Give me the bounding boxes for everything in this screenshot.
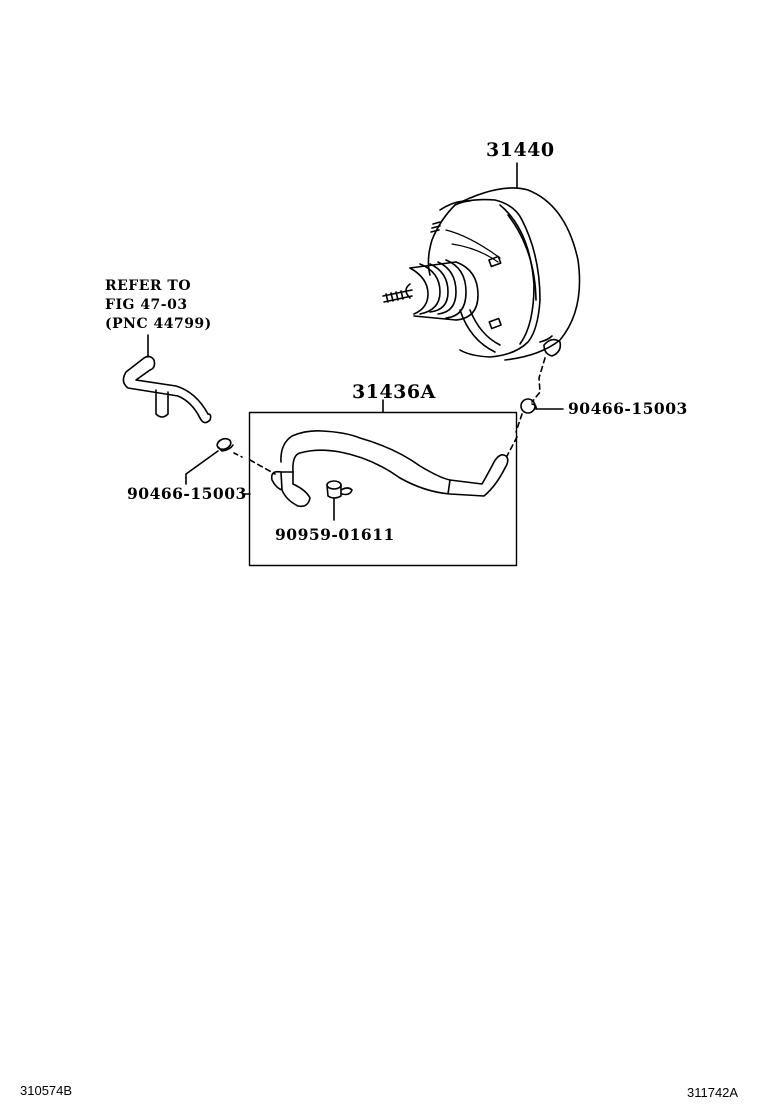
- footer-code-left: 310574B: [20, 1083, 73, 1098]
- reference-note-line3: (PNC 44799): [105, 316, 212, 332]
- brake-booster-icon: [382, 162, 581, 361]
- footer-code-right: 311742A: [687, 1085, 739, 1100]
- reference-note-line2: FIG 47-03: [105, 297, 188, 313]
- reference-hose-icon: [122, 334, 212, 424]
- hose-clamp-right-icon: [520, 398, 564, 414]
- check-valve-part-number: 90959-01611: [275, 525, 395, 544]
- clamp-right-part-number: 90466-15003: [568, 399, 688, 418]
- hose-clamp-left-icon: [185, 437, 234, 485]
- reference-note: REFER TO FIG 47-03 (PNC 44799): [105, 277, 212, 334]
- clamp-left-part-number: 90466-15003: [127, 484, 247, 503]
- vacuum-hose-icon: [249, 430, 518, 508]
- assembly-guide-line: [531, 357, 546, 403]
- hose-kit-part-number: 31436A: [352, 381, 436, 403]
- check-valve-icon: [326, 480, 353, 521]
- booster-part-number: 31440: [486, 139, 555, 161]
- reference-note-line1: REFER TO: [105, 278, 192, 294]
